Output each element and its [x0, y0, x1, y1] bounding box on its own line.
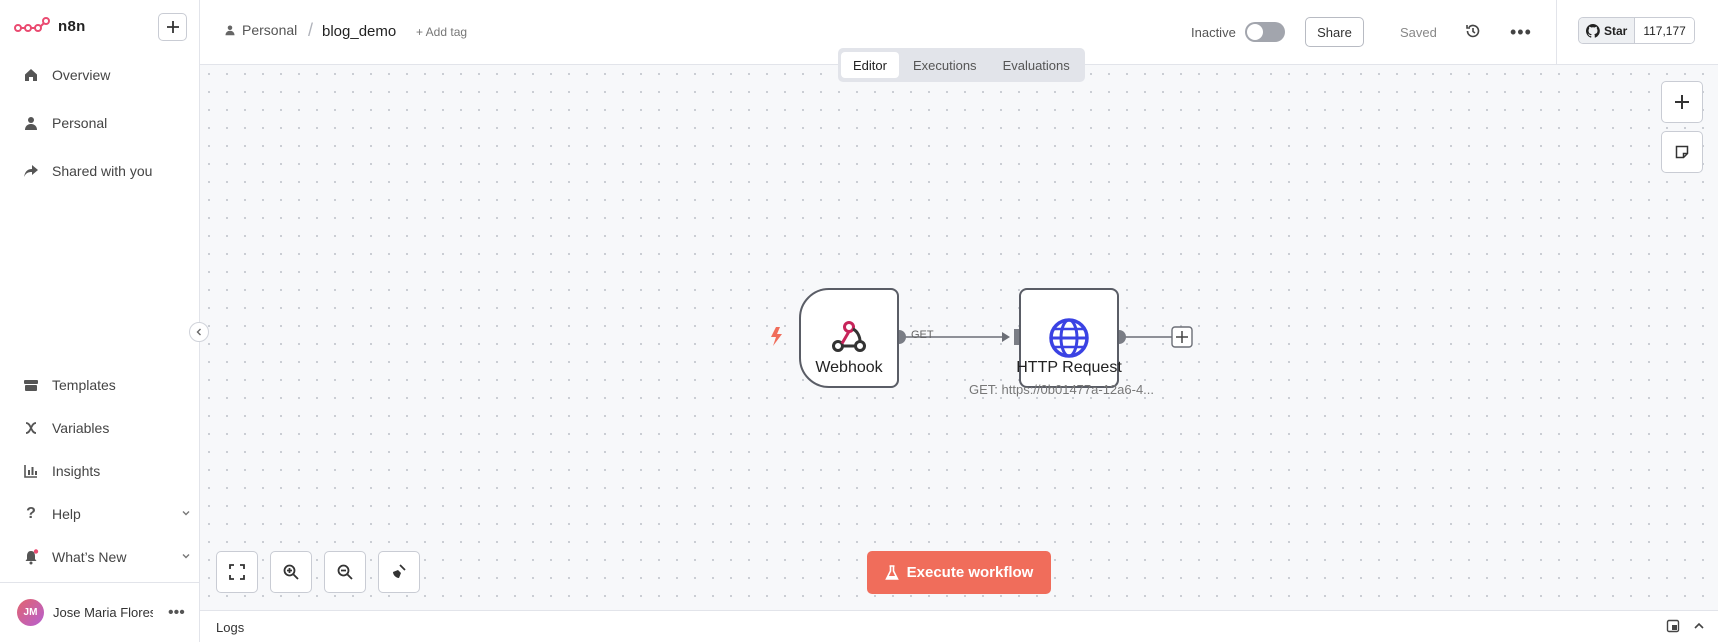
logo-text: n8n — [58, 17, 86, 35]
node-webhook[interactable] — [799, 288, 899, 388]
chevron-down-icon — [180, 549, 192, 565]
workflow-canvas[interactable]: GET Webhook HTTP Request GET: https://0b… — [200, 65, 1718, 610]
saved-status: Saved — [1400, 25, 1437, 40]
history-icon[interactable] — [1464, 22, 1482, 45]
plus-icon — [1176, 331, 1188, 343]
zoom-in-icon — [283, 564, 299, 580]
execute-workflow-button[interactable]: Execute workflow — [867, 551, 1051, 594]
github-star-button[interactable]: Star 117,177 — [1578, 17, 1695, 44]
bell-icon — [22, 548, 40, 566]
avatar: JM — [17, 599, 44, 626]
node-http-request[interactable] — [1019, 288, 1119, 388]
execute-workflow-label: Execute workflow — [906, 564, 1034, 581]
tab-executions[interactable]: Executions — [912, 57, 977, 73]
workflow-name[interactable]: blog_demo — [322, 23, 397, 40]
chart-icon — [22, 462, 40, 480]
zoom-out-icon — [337, 564, 353, 580]
breadcrumb-project-label: Personal — [242, 22, 298, 38]
box-icon — [22, 376, 40, 394]
webhook-icon — [832, 321, 866, 352]
active-toggle[interactable] — [1245, 22, 1285, 42]
collapse-sidebar-button[interactable] — [189, 322, 209, 342]
chevron-left-icon — [196, 328, 201, 336]
github-star-count: 117,177 — [1635, 18, 1694, 43]
breadcrumb-separator: / — [308, 20, 314, 40]
sidebar-item-label: Personal — [52, 115, 108, 131]
user-name: Jose Maria Flores Zazo — [53, 605, 153, 620]
user-icon — [225, 25, 235, 36]
sidebar-item-shared[interactable]: Shared with you — [22, 159, 192, 183]
help-icon: ? — [26, 505, 36, 522]
create-new-button[interactable] — [158, 13, 187, 41]
share-icon — [22, 162, 40, 180]
sidebar-item-label: Shared with you — [52, 163, 153, 179]
user-icon — [22, 114, 40, 132]
node-label: HTTP Request — [1016, 359, 1122, 376]
node-label: Webhook — [815, 359, 883, 376]
sidebar-item-personal[interactable]: Personal — [22, 111, 192, 135]
sidebar-item-label: Insights — [52, 463, 101, 479]
user-menu[interactable]: JM Jose Maria Flores Zazo ••• — [0, 582, 200, 642]
home-icon — [22, 66, 40, 84]
view-tabs: Editor Executions Evaluations — [838, 48, 1085, 82]
sidebar-item-overview[interactable]: Overview — [22, 63, 192, 87]
sidebar-item-insights[interactable]: Insights — [22, 459, 192, 483]
sidebar-item-label: Help — [52, 506, 81, 522]
sidebar-item-label: What’s New — [52, 549, 127, 565]
toggle-knob — [1247, 24, 1263, 40]
sidebar-item-label: Variables — [52, 420, 110, 436]
plus-icon — [166, 21, 179, 33]
variable-icon — [22, 419, 40, 437]
sticky-note-icon — [1675, 145, 1689, 159]
tidy-up-button[interactable] — [378, 551, 420, 593]
zoom-to-fit-button[interactable] — [216, 551, 258, 593]
connections-layer — [771, 326, 1193, 348]
connection-label: GET — [911, 329, 934, 341]
logs-label: Logs — [216, 620, 245, 635]
github-star-label: Star — [1604, 23, 1628, 38]
plus-icon — [1675, 95, 1689, 109]
add-node-button[interactable] — [1661, 81, 1703, 123]
logs-panel[interactable]: Logs — [200, 610, 1718, 642]
chevron-down-icon — [180, 506, 192, 522]
add-sticky-note-button[interactable] — [1661, 131, 1703, 173]
broom-icon — [393, 564, 406, 578]
more-options-icon[interactable]: ••• — [168, 603, 185, 621]
flask-icon — [884, 564, 899, 580]
tab-evaluations[interactable]: Evaluations — [1002, 57, 1070, 73]
sidebar-item-whats-new[interactable]: What’s New — [22, 545, 192, 569]
sidebar: n8n Overview Personal Shared with you Te… — [0, 0, 200, 642]
input-handle[interactable] — [1014, 329, 1019, 345]
active-status-label: Inactive — [1191, 25, 1236, 40]
add-tag-button[interactable]: + Add tag — [416, 25, 468, 39]
logs-controls — [1666, 619, 1706, 633]
chevron-up-icon[interactable] — [1692, 619, 1706, 633]
zoom-in-button[interactable] — [270, 551, 312, 593]
connection-arrow — [1002, 332, 1010, 342]
breadcrumb-project[interactable]: Personal — [224, 22, 297, 38]
trigger-bolt-icon — [771, 327, 782, 346]
n8n-logo-icon — [14, 17, 50, 32]
zoom-out-button[interactable] — [324, 551, 366, 593]
more-options-icon[interactable]: ••• — [1510, 22, 1532, 42]
sidebar-item-label: Templates — [52, 377, 116, 393]
sidebar-item-label: Overview — [52, 67, 111, 83]
logo[interactable]: n8n — [14, 16, 86, 36]
globe-icon — [1049, 318, 1089, 358]
github-icon — [1586, 23, 1600, 38]
tab-editor[interactable]: Editor — [841, 52, 899, 78]
header-divider — [1556, 0, 1557, 65]
fit-view-icon — [229, 564, 245, 580]
node-subtitle: GET: https://0b01477a-12a6-4... — [969, 382, 1155, 397]
share-button[interactable]: Share — [1305, 17, 1364, 47]
pop-out-icon[interactable] — [1666, 619, 1680, 633]
sidebar-item-templates[interactable]: Templates — [22, 373, 192, 397]
sidebar-item-variables[interactable]: Variables — [22, 416, 192, 440]
sidebar-item-help[interactable]: ? Help — [22, 502, 192, 526]
github-star: Star — [1579, 18, 1636, 43]
